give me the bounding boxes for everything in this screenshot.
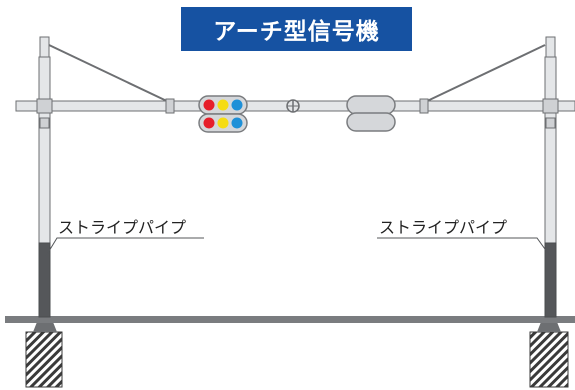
left-stripe-pipe-label: ストライプパイプ (58, 218, 187, 237)
right-support-cable (422, 44, 546, 104)
traffic-signal-back (346, 95, 396, 132)
right-stripe-pipe-label: ストライプパイプ (379, 218, 508, 237)
page-title: アーチ型信号機 (213, 19, 380, 45)
left-callout-leader (45, 237, 204, 257)
right-pole (544, 36, 557, 318)
left-footing (25, 322, 63, 388)
ground-line (5, 316, 575, 323)
traffic-signal-front (198, 95, 248, 133)
left-support-cable (48, 44, 172, 104)
center-joint (286, 99, 300, 113)
title-banner: アーチ型信号機 (181, 7, 412, 51)
right-callout-leader (377, 237, 551, 257)
left-pole (38, 36, 51, 318)
right-footing (529, 322, 569, 388)
